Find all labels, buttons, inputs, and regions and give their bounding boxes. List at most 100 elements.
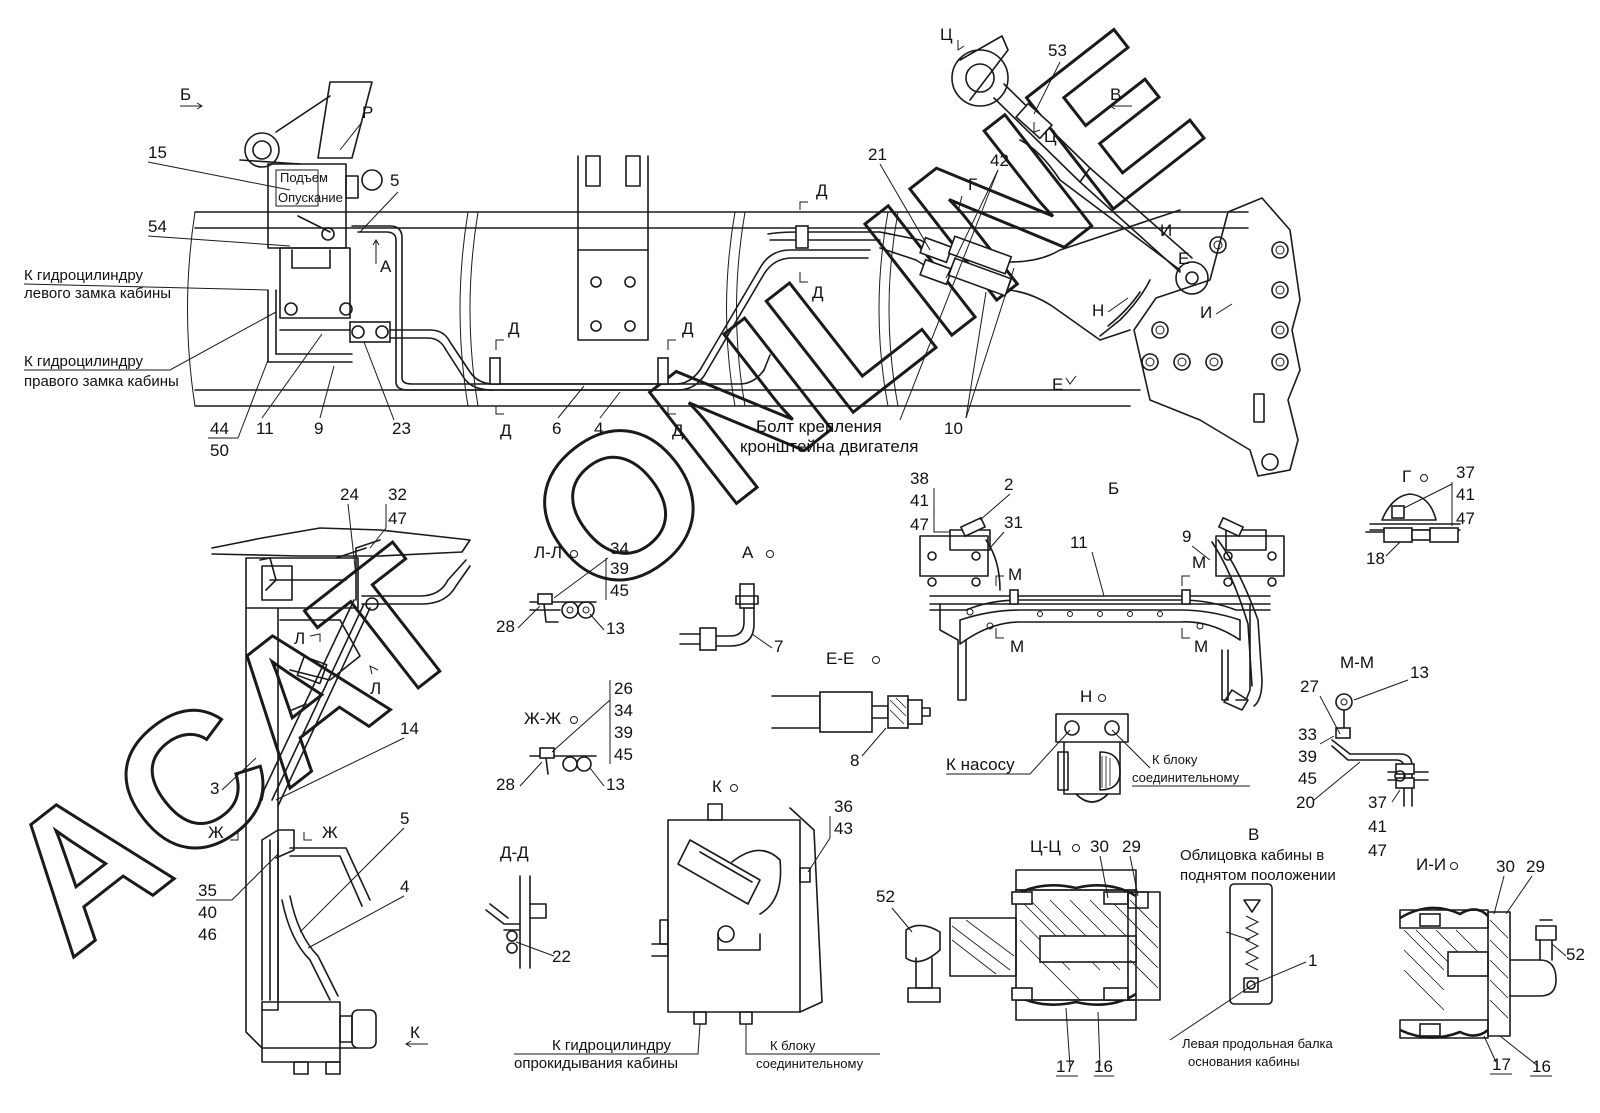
view-v-cab-lining: В Облицовка кабины в поднятом пооложении… bbox=[1169, 825, 1336, 1069]
view-label-l1: Л bbox=[294, 629, 305, 648]
section-m-m: М-М 27 13 33 39 45 20 37 41 47 bbox=[1296, 653, 1429, 860]
callout-44: 44 bbox=[210, 419, 229, 438]
callout-52: 52 bbox=[876, 887, 895, 906]
view-label-l2: Л bbox=[370, 679, 381, 698]
tilt-cylinder bbox=[951, 35, 1209, 337]
left-captions: К гидроцилиндру левого замка кабины К ги… bbox=[23, 267, 277, 390]
callout-54: 54 bbox=[148, 217, 167, 236]
view-title-v: В bbox=[1248, 825, 1259, 844]
view-label-p: Р bbox=[362, 103, 373, 122]
callout-52b: 52 bbox=[1566, 945, 1585, 964]
callout-13c: 13 bbox=[1410, 663, 1429, 682]
view-label-zh2: Ж bbox=[322, 823, 338, 842]
callout-28b: 28 bbox=[496, 775, 515, 794]
section-title-l-l: Л-Л bbox=[534, 543, 562, 562]
callout-30: 30 bbox=[1090, 837, 1109, 856]
callout-28: 28 bbox=[496, 617, 515, 636]
callouts-top: 15 54 5 44 50 11 9 23 6 4 21 42 53 10 Бо… bbox=[147, 41, 1067, 460]
section-title-zh-zh: Ж-Ж bbox=[524, 709, 561, 728]
callout-29: 29 bbox=[1122, 837, 1141, 856]
callout-18: 18 bbox=[1366, 549, 1385, 568]
caption-engine-bolt-1: Болт крепления bbox=[756, 417, 882, 436]
caption-left-beam-2: основания кабины bbox=[1188, 1054, 1300, 1069]
callout-45b: 45 bbox=[614, 745, 633, 764]
callout-13b: 13 bbox=[606, 775, 625, 794]
caption-tilt-cyl-2: опрокидывания кабины bbox=[514, 1055, 678, 1072]
section-e-e: Е-Е 8 bbox=[771, 649, 931, 770]
side-view-labels: 24 32 47 Л Л 14 3 Ж Ж 35 40 46 5 4 К bbox=[196, 485, 428, 1048]
view-n: Н К насосу К блоку соединительному bbox=[946, 687, 1250, 803]
view-label-d6: Д bbox=[672, 421, 684, 440]
view-label-i1: И bbox=[1160, 221, 1172, 240]
callout-8: 8 bbox=[850, 751, 859, 770]
view-label-ts2: Ц bbox=[1044, 127, 1057, 146]
callout-47: 47 bbox=[388, 509, 407, 528]
callout-21: 21 bbox=[868, 145, 887, 164]
view-title-n: Н bbox=[1080, 687, 1092, 706]
view-label-d1: Д bbox=[816, 181, 828, 200]
callout-17b: 17 bbox=[1492, 1055, 1511, 1074]
caption-block-n-2: соединительному bbox=[1132, 770, 1240, 785]
view-label-g: Г bbox=[968, 175, 977, 194]
caption-cab-lining-1: Облицовка кабины в bbox=[1180, 847, 1324, 864]
view-label-m4: М bbox=[1194, 637, 1208, 656]
view-label-m1: М bbox=[1008, 565, 1022, 584]
view-label-d5: Д bbox=[500, 421, 512, 440]
pump-plate-lower: Опускание bbox=[278, 190, 343, 205]
section-ts-ts: Ц-Ц 30 29 52 17 16 bbox=[876, 837, 1161, 1077]
callout-29b: 29 bbox=[1526, 857, 1545, 876]
callout-42: 42 bbox=[990, 151, 1009, 170]
view-label-m2: М bbox=[1010, 637, 1024, 656]
callout-38: 38 bbox=[910, 469, 929, 488]
callout-34: 34 bbox=[610, 539, 629, 558]
callout-37b: 37 bbox=[1368, 793, 1387, 812]
callout-45: 45 bbox=[610, 581, 629, 600]
callout-35: 35 bbox=[198, 881, 217, 900]
callout-9: 9 bbox=[314, 419, 323, 438]
view-label-n: Н bbox=[1092, 301, 1104, 320]
callout-3: 3 bbox=[210, 779, 219, 798]
hydraulic-pipes-main bbox=[267, 225, 881, 391]
view-label-d4: Д bbox=[682, 319, 694, 338]
caption-left-beam-1: Левая продольная балка bbox=[1182, 1036, 1334, 1051]
callout-39b: 39 bbox=[614, 723, 633, 742]
callout-20: 20 bbox=[1296, 793, 1315, 812]
callout-43: 43 bbox=[834, 819, 853, 838]
callout-45c: 45 bbox=[1298, 769, 1317, 788]
callout-34b: 34 bbox=[614, 701, 633, 720]
caption-to-pump: К насосу bbox=[946, 755, 1015, 774]
view-title-a: А bbox=[742, 543, 754, 562]
view-label-e: Е bbox=[1178, 249, 1189, 268]
side-view-pump-mount bbox=[211, 527, 471, 1075]
view-label-d2: Д bbox=[812, 283, 824, 302]
section-i-i: И-И 30 29 52 17 16 bbox=[1399, 855, 1585, 1077]
callout-47d: 47 bbox=[1368, 841, 1387, 860]
callout-11b: 11 bbox=[1070, 533, 1088, 552]
view-label-ts: Ц bbox=[940, 25, 953, 44]
section-l-l: Л-Л 34 39 45 28 13 bbox=[496, 539, 629, 638]
callout-37: 37 bbox=[1456, 463, 1475, 482]
view-label-e2: Е bbox=[1052, 375, 1063, 394]
caption-right-lock-2: правого замка кабины bbox=[24, 373, 179, 390]
callout-4: 4 bbox=[594, 419, 603, 438]
caption-cab-lining-2: поднятом пооложении bbox=[1180, 867, 1336, 884]
callout-30b: 30 bbox=[1496, 857, 1515, 876]
callout-14: 14 bbox=[400, 719, 419, 738]
view-label-a: А bbox=[380, 257, 392, 276]
view-title-g: Г bbox=[1402, 467, 1411, 486]
view-label-b: Б bbox=[180, 85, 191, 104]
callout-39: 39 bbox=[610, 559, 629, 578]
hand-pump-unit: Подъем Опускание bbox=[239, 81, 383, 319]
callout-47b: 47 bbox=[910, 515, 929, 534]
engine-bracket bbox=[577, 155, 649, 341]
callout-4b: 4 bbox=[400, 877, 409, 896]
callout-33: 33 bbox=[1298, 725, 1317, 744]
callout-11: 11 bbox=[256, 419, 274, 438]
caption-engine-bolt-2: кронштейна двигателя bbox=[740, 437, 918, 456]
callout-6: 6 bbox=[552, 419, 561, 438]
callout-22: 22 bbox=[552, 947, 571, 966]
view-label-v: В bbox=[1110, 85, 1121, 104]
caption-block-k-2: соединительному bbox=[756, 1056, 864, 1071]
callout-40: 40 bbox=[198, 903, 217, 922]
section-d-d: Д-Д 22 bbox=[485, 843, 571, 969]
